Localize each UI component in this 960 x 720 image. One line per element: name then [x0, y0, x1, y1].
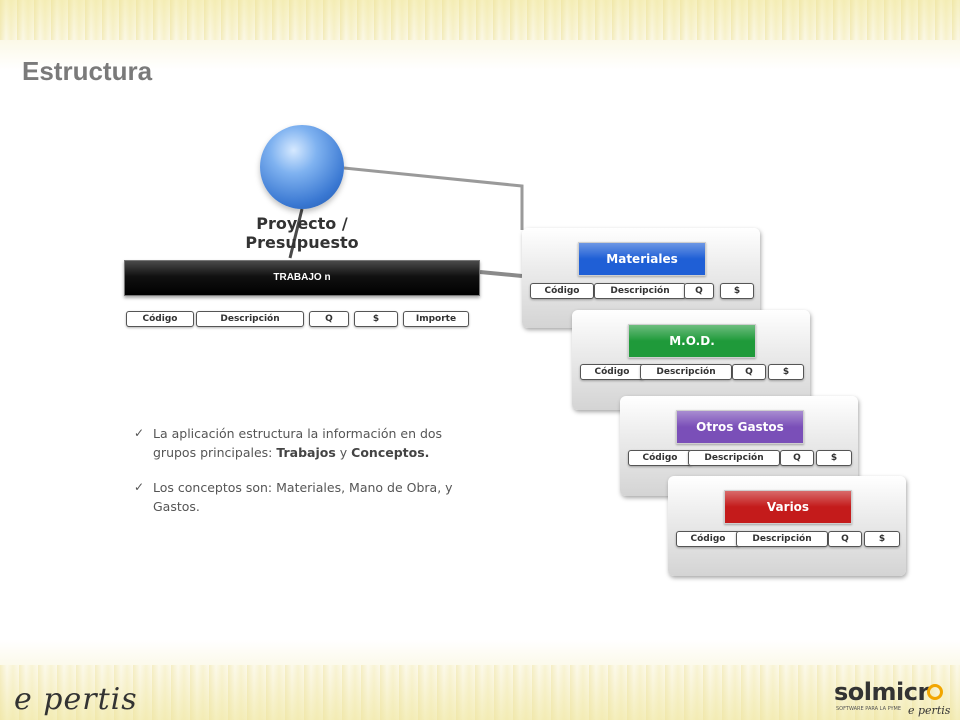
trabajo-field-importe: Importe: [403, 311, 469, 327]
field-q: Q: [780, 450, 814, 466]
field-codigo: Código: [530, 283, 594, 299]
field-codigo: Código: [628, 450, 692, 466]
field-price: $: [816, 450, 852, 466]
trabajo-field-q: Q: [309, 311, 349, 327]
project-sphere-icon: [260, 125, 344, 209]
concept-button-otros-gastos: Otros Gastos: [676, 410, 804, 444]
bullet-item-2: ✓ Los conceptos son: Materiales, Mano de…: [134, 480, 453, 514]
concept-card-varios: Varios Código Descripción Q $: [668, 476, 906, 576]
field-descripcion: Descripción: [640, 364, 732, 380]
brand-tagline: SOFTWARE PARA LA PYME: [836, 706, 902, 712]
page-title: Estructura: [22, 56, 153, 86]
concept-card-mod: M.O.D. Código Descripción Q $: [572, 310, 810, 410]
field-descripcion: Descripción: [736, 531, 828, 547]
field-price: $: [720, 283, 754, 299]
brand-name: solmicr: [834, 678, 929, 706]
trabajo-field-descripcion: Descripción: [196, 311, 304, 327]
brand-logo-right: solmicr SOFTWARE PARA LA PYME e pertis: [834, 678, 952, 717]
field-codigo: Código: [676, 531, 740, 547]
field-descripcion: Descripción: [594, 283, 686, 299]
field-q: Q: [684, 283, 714, 299]
trabajo-field-codigo: Código: [126, 311, 194, 327]
trabajo-bar: TRABAJO n: [124, 260, 480, 296]
check-icon: ✓: [134, 480, 145, 494]
concept-button-materiales: Materiales: [578, 242, 706, 276]
concept-button-mod: M.O.D.: [628, 324, 756, 358]
concept-button-varios: Varios: [724, 490, 852, 524]
field-price: $: [768, 364, 804, 380]
bullet-item-1: ✓ La aplicación estructura la informació…: [134, 426, 443, 460]
field-codigo: Código: [580, 364, 644, 380]
field-descripcion: Descripción: [688, 450, 780, 466]
concept-card-materiales: Materiales Código Descripción Q $: [522, 228, 760, 328]
project-label: Proyecto / Presupuesto: [245, 214, 359, 252]
header-decoration: [0, 0, 960, 40]
trabajo-field-price: $: [354, 311, 398, 327]
field-price: $: [864, 531, 900, 547]
check-icon: ✓: [134, 426, 145, 440]
field-q: Q: [732, 364, 766, 380]
field-q: Q: [828, 531, 862, 547]
brand-sub: e pertis: [908, 704, 951, 717]
brand-o-ring-icon: [927, 684, 943, 700]
bullet-list: ✓ La aplicación estructura la informació…: [134, 424, 474, 532]
brand-logo-left: e pertis: [14, 682, 138, 717]
footer-decoration: [0, 665, 960, 720]
footer-band: [0, 640, 960, 720]
